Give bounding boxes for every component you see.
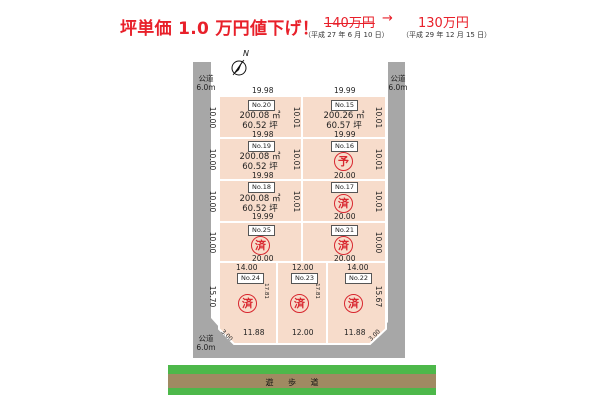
north-label: N [243,49,249,58]
new-price: 130万円 [418,16,469,31]
sold-stamp: 済 [251,236,270,255]
dim-r4-right: 20.00 [334,254,356,263]
lot-no-21: No.21 [331,225,359,236]
lot-no-20: No.20 [248,100,276,111]
dim-bottom-top-mid: 12.00 [292,263,314,272]
lot-no-17: No.17 [331,182,359,193]
road-right [368,62,405,358]
dim-inner-23: 17.81 [313,283,320,299]
dim-bottom-right: 11.88 [344,328,366,337]
dim-side-left-1: 10.00 [208,106,218,129]
lot-no-23: No.23 [291,273,319,284]
dim-r2-right: 20.00 [334,171,356,180]
dim-side-left-2: 10.00 [208,148,218,171]
dim-side-right-5: 15.67 [374,285,384,308]
dim-side-left-3: 10.00 [208,190,218,213]
walkway-green-top [168,365,436,374]
dim-r1-left: 19.98 [252,130,274,139]
dim-side-left-5: 15.70 [208,285,218,308]
headline: 坪単価 1.0 万円値下げ！ [120,19,320,39]
lot-no-24: No.24 [237,273,265,284]
sold-stamp: 済 [290,294,309,313]
dim-bottom-mid: 12.00 [292,328,314,337]
walkway-brown [168,374,436,388]
old-price-date: （平成 27 年 6 月 10 日） [304,31,389,39]
dim-r3-right: 20.00 [334,212,356,221]
arrow-icon: → [382,11,393,26]
road-bottom [193,344,405,358]
dim-bottom-top-left: 14.00 [236,263,258,272]
sold-stamp: 済 [238,294,257,313]
dim-side-right-1: 10.01 [374,106,384,129]
dim-side-right-3: 10.01 [374,190,384,213]
lot-no-22: No.22 [345,273,373,284]
dim-r4-left: 20.00 [252,254,274,263]
dim-r2-left: 19.98 [252,171,274,180]
dim-bottom-left: 11.88 [243,328,265,337]
sold-stamp: 済 [334,236,353,255]
lot-no-15: No.15 [331,100,359,111]
dim-r3-left: 19.99 [252,212,274,221]
dim-bottom-top-right: 14.00 [347,263,369,272]
walkway-green-bottom [168,388,436,395]
dim-mid-3: 10.01 [292,190,302,213]
sold-stamp: 済 [334,194,353,213]
dim-top-right: 19.99 [334,86,356,95]
lot-no-16: No.16 [331,141,359,152]
lot-no-18: No.18 [248,182,276,193]
old-price: 140万円 [324,16,375,31]
lot-no-25: No.25 [248,225,276,236]
dim-side-right-2: 10.01 [374,148,384,171]
walkway-label: 遊 歩 道 [265,378,325,387]
sold-stamp: 済 [344,294,363,313]
dim-side-right-4: 10.00 [374,231,384,254]
dim-side-left-4: 10.00 [208,231,218,254]
north-circle [231,60,247,76]
reserved-stamp: 予 [334,152,353,171]
dim-mid-1: 10.01 [292,106,302,129]
dim-top-left: 19.98 [252,86,274,95]
lot-no-19: No.19 [248,141,276,152]
dim-mid-2: 10.01 [292,148,302,171]
new-price-date: （平成 29 年 12 月 15 日） [402,31,492,39]
dim-inner-24: 17.81 [262,283,269,299]
dim-r1-right: 19.99 [334,130,356,139]
road-left [193,62,236,358]
